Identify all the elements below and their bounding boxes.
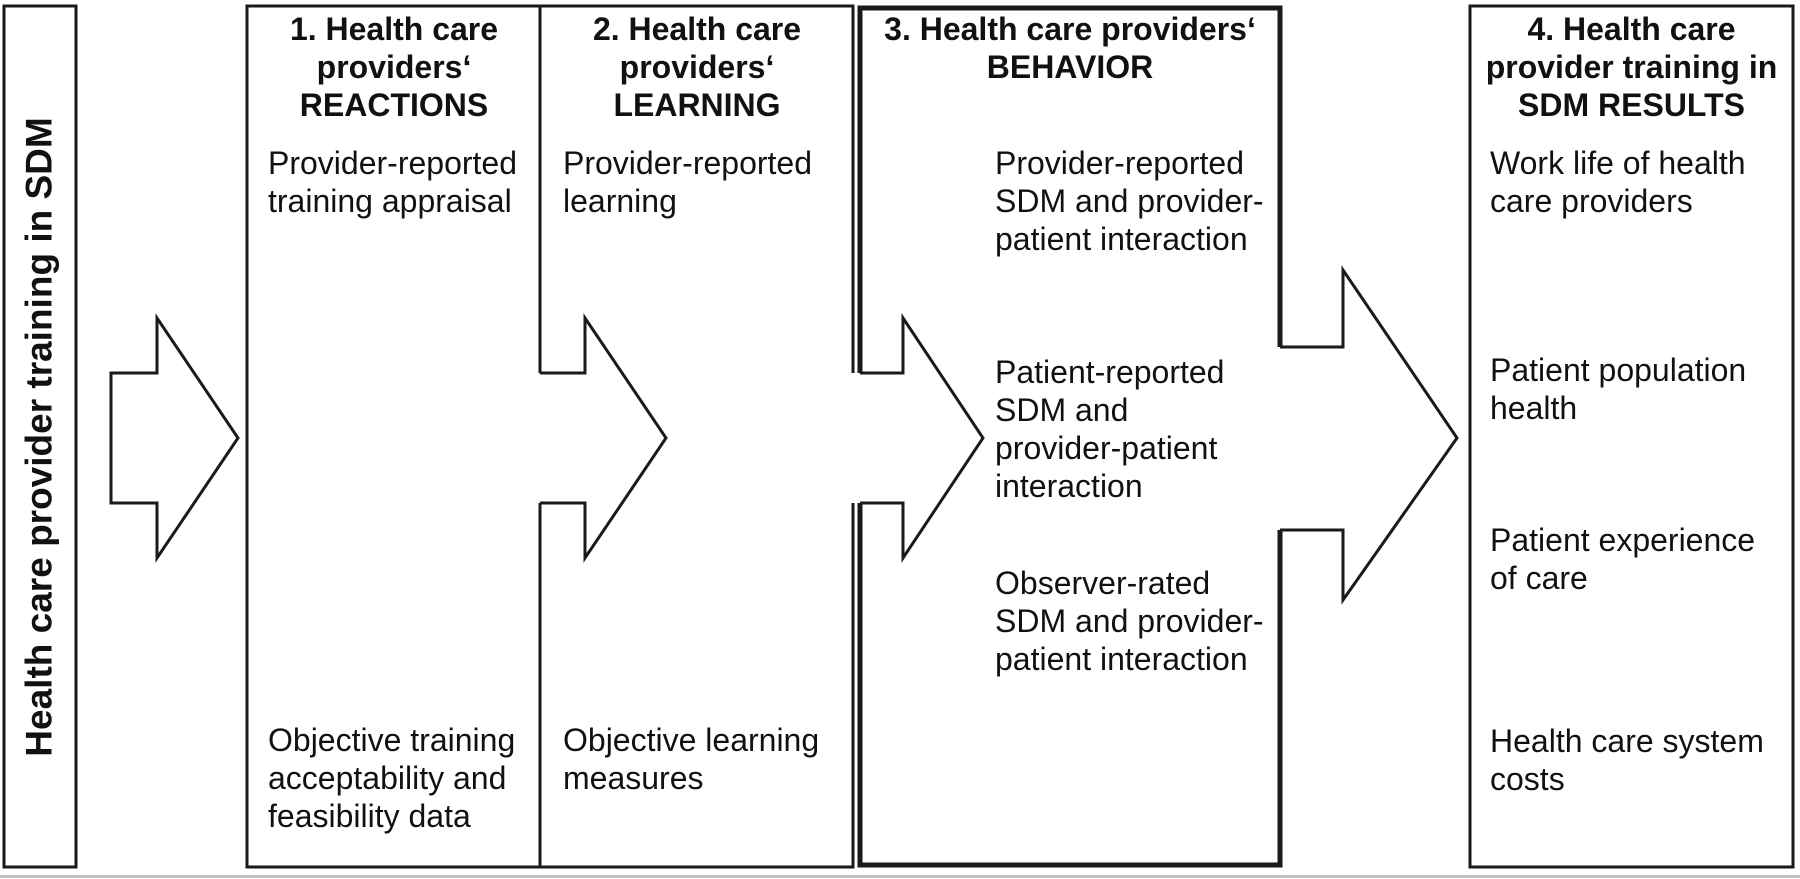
box-reactions-outline — [245, 4, 542, 869]
arrow-right-icon-learning-to-behavior — [860, 313, 985, 563]
box-reactions-item-provider-reported: Provider-reported training appraisal — [268, 144, 517, 220]
item-line: Provider-reported — [995, 145, 1244, 181]
box-results-outline — [1468, 4, 1795, 869]
box-learning-outline — [540, 4, 855, 869]
box-results-title: 4. Health care provider training in SDM … — [1472, 10, 1791, 124]
box-results-item-patient-experience: Patient experience of care — [1490, 521, 1755, 597]
title-line: BEHAVIOR — [986, 49, 1154, 85]
box-behavior-item-patient-reported: Patient-reported SDM and provider-patien… — [995, 353, 1224, 505]
item-line: Provider-reported — [268, 145, 517, 181]
item-line: of care — [1490, 560, 1588, 596]
item-line: training appraisal — [268, 183, 512, 219]
item-line: SDM and provider- — [995, 603, 1264, 639]
item-line: Health care system — [1490, 723, 1764, 759]
title-line: providers‘ — [316, 49, 472, 85]
item-line: feasibility data — [268, 798, 471, 834]
item-line: Patient population — [1490, 352, 1747, 388]
item-line: Provider-reported — [563, 145, 812, 181]
box-behavior-title: 3. Health care providers‘ BEHAVIOR — [862, 10, 1278, 86]
item-line: Objective learning — [563, 722, 820, 758]
arrow-right-icon-input-to-reactions — [109, 313, 240, 563]
title-line: providers‘ — [619, 49, 775, 85]
item-line: provider-patient — [995, 430, 1218, 466]
input-box: Health care provider training in SDM — [4, 6, 76, 867]
item-line: care providers — [1490, 183, 1693, 219]
item-line: learning — [563, 183, 677, 219]
item-line: Observer-rated — [995, 565, 1211, 601]
input-box-label: Health care provider training in SDM — [19, 116, 60, 757]
title-line: REACTIONS — [299, 87, 489, 123]
item-line: SDM and — [995, 392, 1129, 428]
title-line: 2. Health care — [592, 11, 802, 47]
input-box-outline — [2, 4, 78, 869]
item-line: Patient-reported — [995, 354, 1225, 390]
item-line: patient interaction — [995, 221, 1248, 257]
arrow-right-icon-behavior-to-results — [1280, 265, 1459, 605]
box-behavior-item-observer-rated: Observer-rated SDM and provider- patient… — [995, 564, 1264, 678]
item-line: interaction — [995, 468, 1143, 504]
figure-bottom-edge — [0, 875, 1800, 878]
title-line: 3. Health care providers‘ — [884, 11, 1256, 47]
title-line: LEARNING — [613, 87, 781, 123]
box-learning-item-provider-reported: Provider-reported learning — [563, 144, 812, 220]
title-line: 4. Health care — [1527, 11, 1736, 47]
title-line: 1. Health care — [289, 11, 499, 47]
title-line: provider training in — [1485, 49, 1778, 85]
arrow-right-icon-reactions-to-learning — [540, 313, 668, 563]
box-learning-item-objective: Objective learning measures — [563, 721, 819, 797]
box-learning-title: 2. Health care providers‘ LEARNING — [543, 10, 851, 124]
item-line: health — [1490, 390, 1578, 426]
item-line: costs — [1490, 761, 1565, 797]
box-reactions-item-objective: Objective training acceptability and fea… — [268, 721, 515, 835]
box-reactions-title: 1. Health care providers‘ REACTIONS — [249, 10, 539, 124]
box-results-item-population-health: Patient population health — [1490, 351, 1746, 427]
box-results-item-work-life: Work life of health care providers — [1490, 144, 1746, 220]
box-behavior-outline — [857, 5, 1283, 868]
item-line: Objective training — [268, 722, 516, 758]
item-line: measures — [563, 760, 704, 796]
item-line: patient interaction — [995, 641, 1248, 677]
box-behavior-item-provider-reported: Provider-reported SDM and provider- pati… — [995, 144, 1264, 258]
title-line: SDM RESULTS — [1518, 87, 1745, 123]
item-line: acceptability and — [268, 760, 507, 796]
item-line: SDM and provider- — [995, 183, 1264, 219]
box-results-item-system-costs: Health care system costs — [1490, 722, 1764, 798]
item-line: Work life of health — [1490, 145, 1746, 181]
item-line: Patient experience — [1490, 522, 1756, 558]
